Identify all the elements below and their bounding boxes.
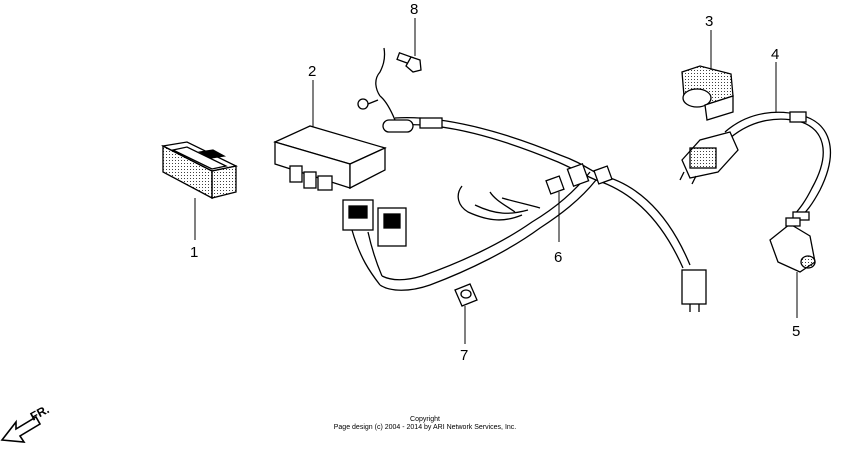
callout-8[interactable]: 8 [410, 1, 418, 18]
copyright-notice: Page design (c) 2004 - 2014 by ARI Netwo… [333, 424, 517, 431]
callout-5[interactable]: 5 [792, 323, 800, 340]
part-6-wire-harness[interactable] [342, 47, 707, 312]
part-4-relay[interactable] [679, 111, 832, 221]
callout-3[interactable]: 3 [705, 13, 713, 30]
copyright-title: Copyright [410, 416, 440, 423]
part-7-clip[interactable] [454, 283, 478, 307]
callout-7[interactable]: 7 [460, 347, 468, 364]
callout-4[interactable]: 4 [771, 46, 779, 63]
part-3-clamp[interactable] [681, 65, 734, 121]
part-2-cdi-unit[interactable] [273, 125, 387, 191]
part-8-bolt[interactable] [396, 51, 422, 73]
callout-2[interactable]: 2 [308, 63, 316, 80]
callout-1[interactable]: 1 [190, 244, 198, 261]
front-direction-arrow-icon [0, 415, 42, 443]
part-5-plug-cap[interactable] [769, 217, 816, 273]
part-1-holder[interactable] [160, 141, 238, 200]
callout-6[interactable]: 6 [554, 249, 562, 266]
